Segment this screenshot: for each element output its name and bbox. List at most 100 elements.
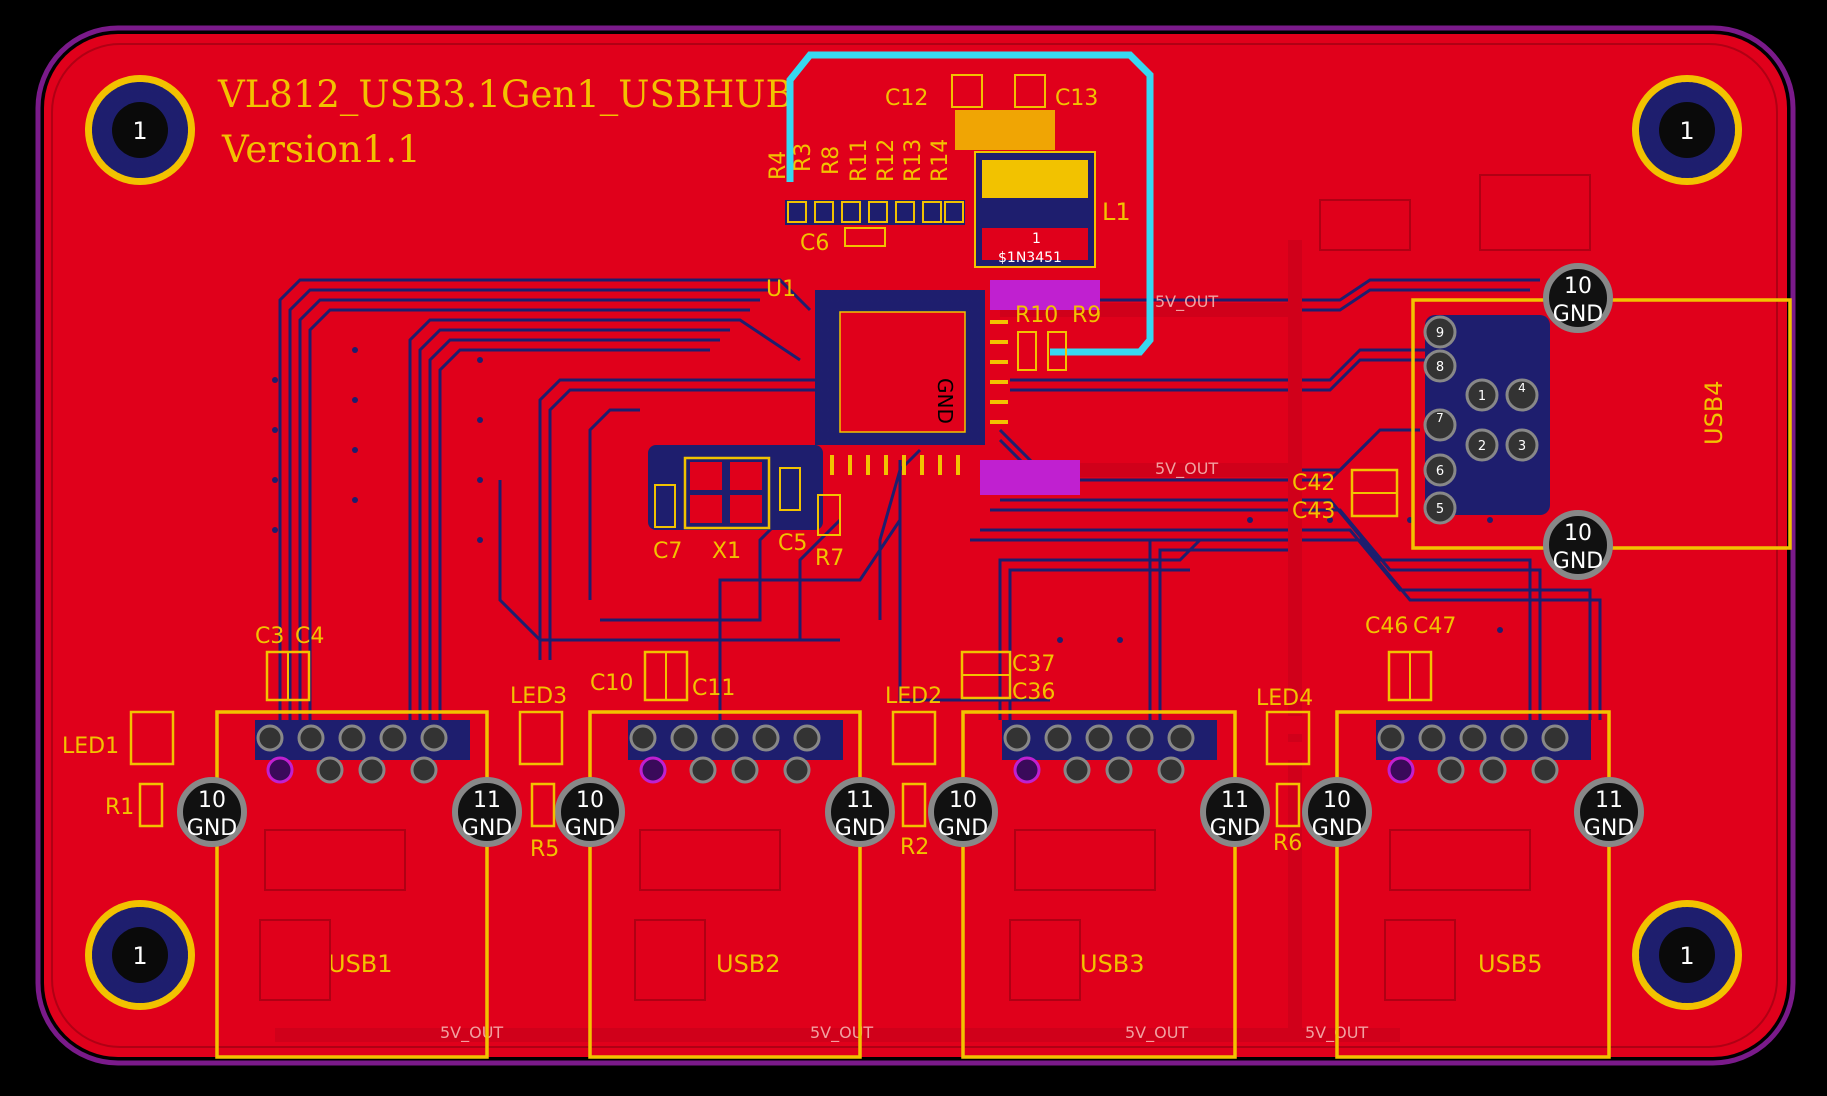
inductor-l1: 1 $1N3451 L1 (974, 151, 1131, 268)
led-3: LED3 R5 (510, 684, 567, 862)
svg-text:C7: C7 (653, 539, 682, 564)
cap-pair: C46 C47 (1365, 614, 1456, 702)
svg-text:C42: C42 (1292, 471, 1335, 496)
svg-text:1: 1 (1679, 117, 1694, 145)
usb4-label: USB4 (1700, 380, 1728, 445)
net-label-5v: 5V_OUT (1155, 459, 1218, 479)
resistor-labels: R4 R3 R8 R11 R12 R13 R14 (766, 139, 953, 182)
svg-text:R1: R1 (105, 795, 134, 820)
usb-port-5: 10 GND 11 GND USB5 (1302, 710, 1644, 1059)
svg-text:1: 1 (132, 117, 147, 145)
svg-text:C37: C37 (1012, 652, 1055, 677)
svg-text:10: 10 (198, 788, 226, 813)
svg-text:10: 10 (576, 788, 604, 813)
svg-text:R5: R5 (530, 837, 559, 862)
usb-port-2: 10 GND 11 GND USB2 (555, 710, 895, 1059)
svg-text:R9: R9 (1072, 303, 1101, 328)
svg-text:1: 1 (1478, 389, 1486, 404)
svg-text:GND: GND (1553, 302, 1603, 327)
net-label-5v: 5V_OUT (1125, 1023, 1188, 1043)
svg-text:R8: R8 (819, 146, 844, 175)
svg-text:C36: C36 (1012, 680, 1055, 705)
board-outline (35, 25, 1796, 1066)
net-label-5v: 5V_OUT (1155, 292, 1218, 312)
usb-port-1: 10 GND 11 GND USB1 (177, 710, 522, 1059)
mounting-hole: 1 (1632, 75, 1742, 185)
svg-text:X1: X1 (712, 539, 741, 564)
cap-c12-c13: C12 C13 (885, 74, 1098, 150)
svg-text:LED1: LED1 (62, 734, 119, 759)
svg-text:6: 6 (1436, 464, 1444, 479)
svg-text:GND: GND (462, 816, 512, 841)
svg-text:11: 11 (1221, 788, 1249, 813)
svg-text:9: 9 (1436, 326, 1444, 341)
svg-text:1: 1 (1032, 231, 1041, 247)
svg-text:R4: R4 (766, 151, 791, 180)
svg-text:C5: C5 (778, 531, 807, 556)
svg-text:$1N3451: $1N3451 (998, 250, 1062, 266)
svg-text:R6: R6 (1273, 831, 1302, 856)
crystal-x1: C7 X1 C5 R7 (648, 445, 844, 571)
cap-pair: C37 C36 (960, 650, 1055, 705)
usb1-label: USB1 (328, 950, 393, 978)
svg-text:R3: R3 (791, 143, 816, 172)
svg-text:LED4: LED4 (1256, 686, 1313, 711)
u1-label: U1 (766, 277, 796, 302)
cap-c6: C6 (800, 227, 886, 256)
svg-text:C3: C3 (255, 624, 284, 649)
svg-text:4: 4 (1518, 381, 1526, 395)
svg-text:GND: GND (565, 816, 615, 841)
board-title: VL812_USB3.1Gen1_USBHUB (217, 73, 793, 117)
mounting-hole: 1 (1632, 900, 1742, 1010)
svg-text:11: 11 (846, 788, 874, 813)
led-1: LED1 R1 (62, 710, 175, 828)
svg-text:C13: C13 (1055, 86, 1098, 111)
svg-text:GND: GND (187, 816, 237, 841)
svg-text:C43: C43 (1292, 499, 1335, 524)
svg-text:LED3: LED3 (510, 684, 567, 709)
svg-text:L1: L1 (1102, 198, 1131, 226)
svg-text:1: 1 (132, 942, 147, 970)
ic-gnd-label: GND (933, 378, 957, 424)
svg-text:C4: C4 (295, 624, 324, 649)
copper-pour (44, 34, 1787, 1057)
svg-text:R14: R14 (928, 139, 953, 182)
svg-text:11: 11 (1595, 788, 1623, 813)
svg-text:11: 11 (473, 788, 501, 813)
svg-text:GND: GND (1553, 549, 1603, 574)
svg-text:GND: GND (938, 816, 988, 841)
cyan-trace (786, 51, 1154, 356)
net-label-5v: 5V_OUT (810, 1023, 873, 1043)
svg-text:8: 8 (1436, 360, 1444, 375)
svg-text:LED2: LED2 (885, 684, 942, 709)
magenta-pads: R10 R9 (980, 280, 1101, 495)
svg-text:GND: GND (1584, 816, 1634, 841)
bottom-layer-components (259, 174, 1591, 1001)
mounting-hole: 1 (85, 900, 195, 1010)
resistor-array (785, 200, 965, 225)
svg-text:10: 10 (1564, 521, 1592, 546)
board-edge-inner (51, 43, 1778, 1048)
svg-text:R10: R10 (1015, 303, 1058, 328)
svg-text:R2: R2 (900, 835, 929, 860)
usb4-connector: USB4 9 8 7 6 5 1 2 3 4 10 GND 10 GND (1411, 263, 1792, 580)
ic-u1: GND U1 (766, 277, 985, 445)
svg-text:C12: C12 (885, 86, 928, 111)
svg-text:C47: C47 (1413, 614, 1456, 639)
cap-pair: C10 C11 (590, 650, 735, 702)
svg-text:R7: R7 (815, 546, 844, 571)
led-4: LED4 R6 (1256, 686, 1313, 856)
svg-text:C6: C6 (800, 231, 829, 256)
led-2: LED2 R2 (885, 684, 942, 860)
svg-text:10: 10 (1564, 274, 1592, 299)
svg-text:C11: C11 (692, 676, 735, 701)
cap-pair: C3 C4 (255, 624, 324, 702)
svg-text:R12: R12 (874, 139, 899, 182)
svg-text:C46: C46 (1365, 614, 1408, 639)
svg-text:GND: GND (1210, 816, 1260, 841)
svg-text:5: 5 (1436, 502, 1444, 517)
svg-text:7: 7 (1436, 411, 1444, 425)
mounting-hole: 1 (85, 75, 195, 185)
svg-text:GND: GND (1312, 816, 1362, 841)
